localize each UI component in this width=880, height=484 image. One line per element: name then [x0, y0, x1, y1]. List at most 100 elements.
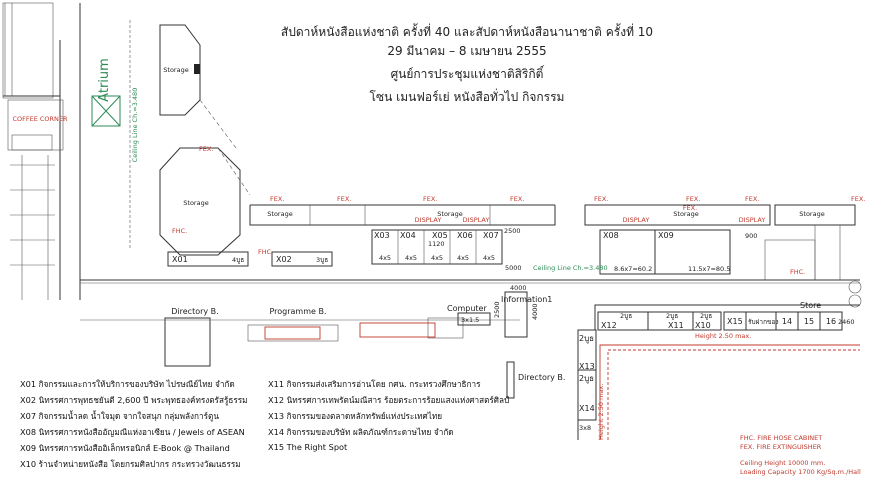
- storage-label-3: Storage: [673, 210, 698, 218]
- ceiling-line-label-2: Ceiling Line Ch.=3.480: [533, 264, 608, 272]
- right-zone-wall: [577, 304, 860, 440]
- coffee-corner-label: COFFEE CORNER: [12, 115, 68, 123]
- title-line-2: 29 มีนาคม – 8 เมษายน 2555: [387, 44, 546, 58]
- booth-x03[interactable]: X03: [374, 231, 390, 240]
- booth-x08[interactable]: X08 8.6x7=60.2: [599, 229, 656, 275]
- title-line-4: โซน เมนฟอร์เย่ หนังสือทั่วไป กิจกรรม: [370, 88, 565, 104]
- storage-lower-label: Storage: [183, 199, 208, 207]
- booth-x08-label: X08: [603, 231, 619, 240]
- fex-label-mid: FEX.: [683, 204, 697, 212]
- dim-1120: 1120: [428, 240, 445, 248]
- booth-x15-label: X15: [727, 317, 743, 326]
- booth-x09-label: X09: [658, 231, 674, 240]
- booth-x05[interactable]: X05: [432, 231, 448, 240]
- booth-size-3: 4x5: [431, 254, 443, 262]
- dim-2460: 2460: [838, 318, 855, 326]
- storage-label-4: Storage: [799, 210, 824, 218]
- store-15: 15: [804, 317, 814, 326]
- booth-x01[interactable]: X01 4บูธ: [167, 251, 249, 267]
- booth-size-1: 4x5: [379, 254, 391, 262]
- dim-5000: 5000: [505, 264, 522, 272]
- height-label-2: Height 2.50 max.: [597, 384, 605, 440]
- booth-size-4: 4x5: [457, 254, 469, 262]
- booth-x01-size: 4บูธ: [232, 256, 244, 264]
- dim-4000-a: 4000: [510, 284, 527, 292]
- display-label-4: DISPLAY: [739, 216, 766, 224]
- note-fhc: FHC. FIRE HOSE CABINET: [740, 434, 822, 442]
- storage-label-2: Storage: [437, 210, 462, 218]
- fex-label-9: FEX.: [851, 195, 865, 203]
- booth-x12[interactable]: X12 2บูธ: [597, 311, 649, 331]
- storage-upper: Storage: [159, 24, 201, 116]
- atrium-label: Atrium: [97, 58, 112, 102]
- fhc-label-2: FHC.: [258, 248, 273, 256]
- store-row[interactable]: รับฝากของ 14 15 16 Store 2460: [745, 301, 855, 331]
- fex-label-7: FEX.: [686, 195, 700, 203]
- storage-label-1: Storage: [267, 210, 292, 218]
- booth-x07[interactable]: X07: [483, 231, 499, 240]
- height-label-1: Height 2.50 max.: [695, 332, 751, 340]
- fex-label-6: FEX.: [594, 195, 608, 203]
- store-label: Store: [800, 301, 821, 310]
- booth-size-5: 4x5: [483, 254, 495, 262]
- right-structure: FHC.: [764, 225, 862, 308]
- booth-x14[interactable]: 2บูธ X14 3x8: [577, 369, 597, 432]
- display-label-3: DISPLAY: [623, 216, 650, 224]
- booth-x11[interactable]: X11 2บูธ: [647, 311, 694, 331]
- left-stair: [10, 155, 55, 300]
- fhc-label-3: FHC.: [790, 268, 805, 276]
- booth-x10[interactable]: X10 2บูธ: [692, 311, 722, 331]
- booth-x08-size: 8.6x7=60.2: [614, 265, 652, 273]
- legend-item: X12 นิทรรศการเทพรัตน์มณีสาร ร้อยตระการร้…: [268, 395, 510, 405]
- booth-x11-label: X11: [668, 321, 684, 330]
- booth-x02-label: X02: [276, 255, 292, 264]
- note-fex: FEX. FIRE EXTINGUISHER: [740, 443, 822, 451]
- booth-x04[interactable]: X04: [400, 231, 416, 240]
- booth-x13-size: 2บูธ: [579, 334, 594, 344]
- directory-board-label-2: Directory B.: [518, 373, 565, 382]
- booth-x02[interactable]: X02 3บูธ: [271, 251, 333, 267]
- booth-x14-size: 2บูธ: [579, 374, 594, 384]
- store-14: 14: [782, 317, 792, 326]
- fex-label-2: FEX.: [270, 195, 284, 203]
- booth-x13[interactable]: 2บูธ X13: [577, 329, 597, 371]
- legend-item: X02 นิทรรศการพุทธชยันตี 2,600 ปี พระพุทธ…: [20, 395, 248, 405]
- booth-x15[interactable]: X15: [723, 311, 747, 331]
- fex-label-4: FEX.: [423, 195, 437, 203]
- booth-x06[interactable]: X06: [457, 231, 473, 240]
- booth-x02-size: 3บูธ: [316, 256, 328, 264]
- computer-size: 3x1.5: [461, 316, 479, 324]
- storage-lower: Storage FHC.: [159, 147, 241, 256]
- booth-x10-size: 2บูธ: [700, 312, 712, 320]
- legend-item: X09 นิทรรศการหนังสืออิเล็กทรอนิกส์ E-Boo…: [20, 443, 230, 453]
- booth-x14-area: 3x8: [579, 424, 591, 432]
- legend-item: X15 The Right Spot: [268, 442, 348, 452]
- ceiling-line-label-1: Ceiling Line Ch.=3.480: [131, 88, 139, 163]
- dim-2500-c: 2500: [493, 301, 501, 318]
- legend-item: X07 กิจกรรมน้ำลด น้ำใจมุด จากใจสนุก กลุ่…: [20, 411, 219, 421]
- fex-label-5: FEX.: [510, 195, 524, 203]
- legend-item: X01 กิจกรรมและการให้บริการของบริษัท ไปรษ…: [20, 379, 235, 389]
- information-label: Information1: [501, 295, 552, 304]
- legend-item: X08 นิทรรศการหนังสืออัญมณีแห่งอาเซียน / …: [20, 427, 245, 437]
- dim-2500-a: 2500: [504, 227, 521, 235]
- fex-label-8: FEX.: [745, 195, 759, 203]
- note-ceiling: Ceiling Height 10000 mm.: [740, 459, 825, 467]
- delivery-label: รับฝากของ: [748, 318, 779, 326]
- computer-info[interactable]: Computer 3x1.5 Information1 4000 4000 25…: [447, 284, 552, 338]
- legend-item: X11 กิจกรรมส่งเสริมการอ่านโดย กศน. กระทร…: [268, 379, 481, 389]
- booth-x12-label: X12: [601, 321, 617, 330]
- store-16: 16: [826, 317, 836, 326]
- booth-x11-size: 2บูธ: [666, 312, 678, 320]
- booth-x09[interactable]: X09 11.5x7=80.5: [654, 229, 731, 275]
- storage-upper-label: Storage: [163, 66, 188, 74]
- legend-item: X10 ร้านจำหน่ายหนังสือ โดยกรมศิลปากร กระ…: [20, 459, 241, 469]
- title-line-1: สัปดาห์หนังสือแห่งชาติ ครั้งที่ 40 และสั…: [281, 23, 653, 39]
- programme-board-label: Programme B.: [269, 307, 326, 316]
- booth-x01-label: X01: [172, 255, 188, 264]
- legend-item: X14 กิจกรรมของบริษัท ผลิตภัณฑ์กระดาษไทย …: [268, 427, 454, 437]
- booth-x10-label: X10: [695, 321, 711, 330]
- booth-size-2: 4x5: [405, 254, 417, 262]
